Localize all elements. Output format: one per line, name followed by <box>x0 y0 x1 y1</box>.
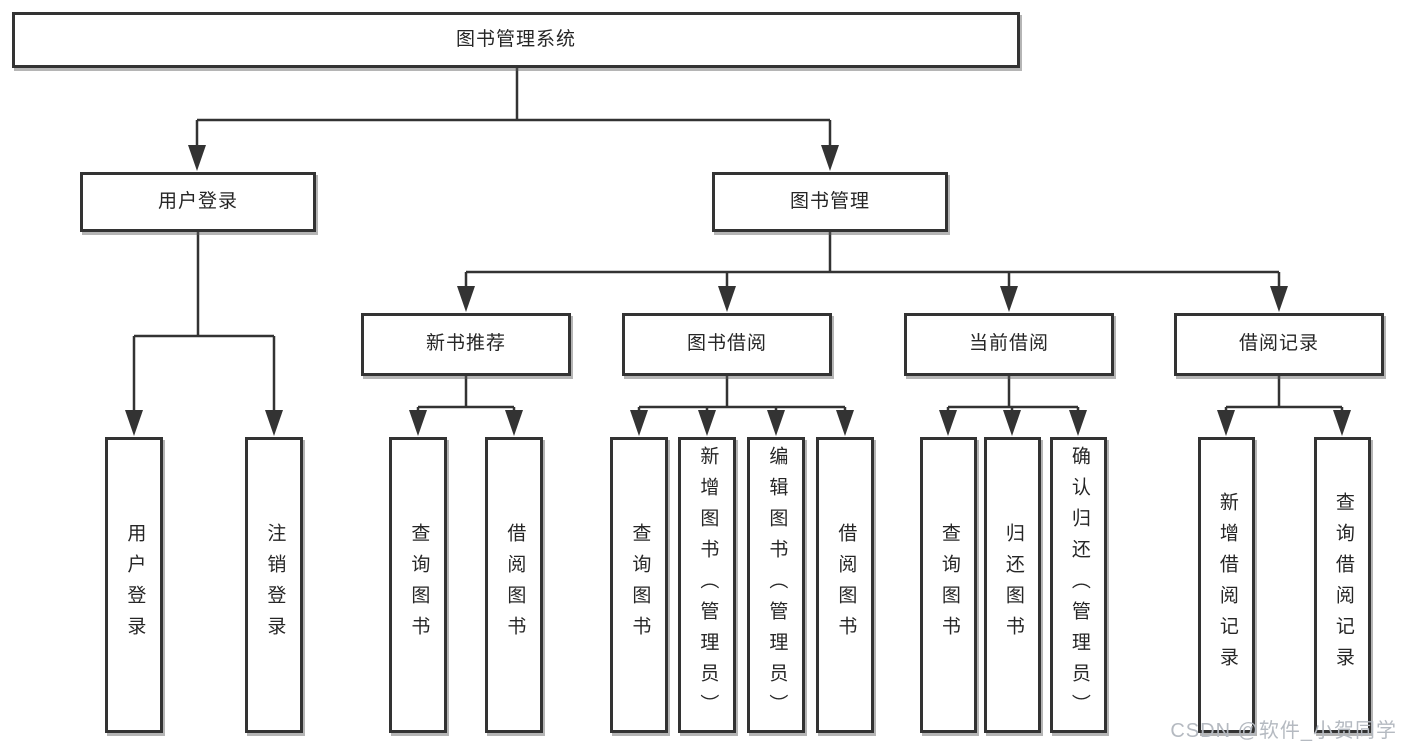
leaf-bb-borrow-books: 借阅图书 <box>816 437 874 733</box>
connector-arrows <box>125 145 1351 436</box>
arrowhead <box>1333 410 1351 436</box>
arrowhead <box>836 410 854 436</box>
leaf-user-login: 用户登录 <box>105 437 163 733</box>
node-book-management: 图书管理 <box>712 172 948 232</box>
arrowhead <box>1000 286 1018 312</box>
arrowhead <box>821 145 839 171</box>
arrowhead <box>698 410 716 436</box>
leaf-bb-edit-book-admin: 编辑图书（管理员） <box>747 437 805 733</box>
branch-current-borrow <box>946 376 1080 411</box>
branch-new-book-recommend <box>416 376 516 411</box>
leaf-cb-return-books: 归还图书 <box>984 437 1041 733</box>
leaf-br-add-record: 新增借阅记录 <box>1198 437 1255 733</box>
arrowhead <box>939 410 957 436</box>
branch-book-borrow <box>637 376 847 411</box>
branch-book-management-to-level3 <box>464 232 1281 287</box>
node-new-book-recommend: 新书推荐 <box>361 313 571 376</box>
csdn-watermark: CSDN @软件_小贺同学 <box>1170 720 1397 742</box>
arrowhead <box>188 145 206 171</box>
leaf-br-query-record: 查询借阅记录 <box>1314 437 1371 733</box>
node-book-borrow: 图书借阅 <box>622 313 832 376</box>
branch-root-to-level2 <box>195 68 832 146</box>
arrowhead <box>718 286 736 312</box>
arrowhead <box>409 410 427 436</box>
branch-borrow-records <box>1224 376 1344 411</box>
arrowhead <box>125 410 143 436</box>
leaf-nbr-borrow-books: 借阅图书 <box>485 437 543 733</box>
leaf-nbr-query-books: 查询图书 <box>389 437 447 733</box>
arrowhead <box>1003 410 1021 436</box>
branch-user-login <box>132 232 276 411</box>
arrowhead <box>265 410 283 436</box>
arrowhead <box>1069 410 1087 436</box>
arrowhead <box>1270 286 1288 312</box>
node-user-login: 用户登录 <box>80 172 316 232</box>
node-borrow-records: 借阅记录 <box>1174 313 1384 376</box>
arrowhead <box>1217 410 1235 436</box>
arrowhead <box>505 410 523 436</box>
leaf-cb-confirm-return-admin: 确认归还（管理员） <box>1050 437 1107 733</box>
node-book-management-system: 图书管理系统 <box>12 12 1020 68</box>
leaf-bb-query-books: 查询图书 <box>610 437 668 733</box>
leaf-bb-add-book-admin: 新增图书（管理员） <box>678 437 736 733</box>
arrowhead <box>630 410 648 436</box>
node-current-borrow: 当前借阅 <box>904 313 1114 376</box>
connector-lines <box>132 68 1344 411</box>
arrowhead <box>767 410 785 436</box>
leaf-logout: 注销登录 <box>245 437 303 733</box>
leaf-cb-query-books: 查询图书 <box>920 437 977 733</box>
arrowhead <box>457 286 475 312</box>
